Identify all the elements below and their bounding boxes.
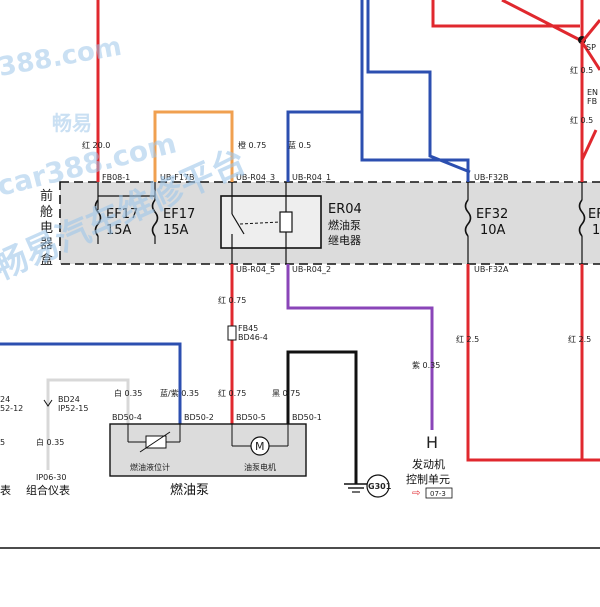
wire-red-top-right-1 [431, 0, 580, 28]
conn-ub-r04-5: UB-R04_5 [236, 265, 275, 274]
wire-label-orange: 橙 0.75 [238, 140, 266, 150]
wire-label-red-075b: 红 0.75 [218, 388, 246, 398]
ecu-ref-box [425, 487, 453, 499]
module-label-5: 盒 [40, 252, 53, 268]
relay-name-1: 燃油泵 [328, 218, 361, 232]
fuel-pump-title: 燃油泵 [170, 482, 209, 498]
fuse-ef17-a-id: EF17 [106, 207, 138, 222]
fuse-right [578, 199, 586, 237]
wire-label-purple: 紫 0.35 [412, 361, 440, 370]
wire-purple [286, 264, 434, 430]
wire-orange [153, 110, 234, 182]
conn-fb45: FB45 [238, 324, 258, 333]
wire-red-ef32-out [466, 264, 600, 462]
ground-g301-icon [366, 474, 390, 498]
wire-label-red-05b: 红 0.5 [570, 115, 593, 125]
cluster-label: 组合仪表 [26, 483, 70, 497]
wire-label-red-075a: 红 0.75 [218, 295, 246, 305]
fuse-right-id: EF [588, 207, 600, 222]
wire-blue [286, 110, 362, 182]
conn-fb08: FB08-1 [102, 173, 130, 182]
motor-symbol: M [255, 440, 265, 453]
wire-red-top-right-2 [501, 0, 581, 42]
conn-ub-f32b: UB-F32B [474, 173, 509, 182]
label-en: EN [587, 88, 598, 97]
ecu-letter: H [426, 433, 438, 452]
wire-label-red-20: 红 20.0 [82, 140, 110, 150]
wire-white-a [46, 378, 130, 424]
conn-bd50-5: BD50-5 [236, 413, 266, 422]
conn-ub-r04-1: UB-R04_1 [292, 173, 331, 182]
conn-ub-r04-3: UB-R04_3 [236, 173, 275, 182]
left-cluster-label: 表 [0, 483, 11, 497]
module-label-3: 电 [40, 221, 53, 236]
wire-label-white-a: 白 0.35 [114, 388, 142, 398]
wire-label-red-25b: 红 2.5 [568, 334, 591, 344]
wire-label-red-25a: 红 2.5 [456, 334, 479, 344]
ground-label: G301 [368, 482, 392, 491]
wire-blue-top [366, 0, 471, 174]
ecu-line2: 控制单元 [406, 472, 450, 486]
wire-red-diag-2 [580, 19, 600, 43]
left-conn-24: 24 [0, 395, 10, 404]
connector-bd24 [43, 399, 53, 407]
conn-ub-r04-2: UB-R04_2 [292, 265, 331, 274]
level-sensor-label: 燃油液位计 [130, 462, 170, 472]
wire-red-diag [580, 41, 600, 71]
fuse-ef17-b-id: EF17 [163, 207, 195, 222]
left-conn-5: 5 [0, 438, 5, 447]
conn-bd50-2: BD50-2 [184, 413, 214, 422]
conn-bd50-1: BD50-1 [292, 413, 322, 422]
connector-fb45 [227, 325, 237, 341]
fuse-ef17-b-rating: 15A [163, 223, 189, 238]
watermark-site-top: 388.com [0, 32, 124, 83]
ecu-line1: 发动机 [412, 457, 445, 471]
relay-switch [231, 213, 245, 235]
wire-label-red-05a: 红 0.5 [570, 65, 593, 75]
fuse-ef17-a [94, 199, 102, 237]
label-sp: SP [586, 43, 596, 52]
wire-label-white-b: 白 0.35 [36, 437, 64, 447]
module-label-4: 器 [40, 237, 53, 252]
relay-name-2: 继电器 [328, 234, 361, 247]
left-conn-ip: 52-12 [0, 404, 23, 413]
conn-ip52: IP52-15 [58, 404, 88, 413]
conn-bd24: BD24 [58, 395, 80, 404]
conn-ub-f17b: UB-F17B [160, 173, 195, 182]
module-label-1: 前 [40, 188, 53, 204]
label-fb: FB [587, 97, 597, 106]
wire-label-black: 黑 0.75 [272, 389, 300, 398]
wire-blue-left [0, 342, 182, 424]
relay-coil [279, 211, 293, 233]
fuse-ef17-a-rating: 15A [106, 223, 132, 238]
conn-ip06: IP06-30 [36, 473, 66, 482]
ecu-ref-arrow-icon: ⇨ [412, 488, 420, 499]
conn-ub-f32a: UB-F32A [474, 265, 509, 274]
wire-red-diag-3 [580, 129, 598, 161]
fuse-ef32-rating: 10A [480, 223, 506, 238]
conn-bd50-4: BD50-4 [112, 413, 142, 422]
module-label-2: 舱 [40, 205, 53, 220]
conn-bd46: BD46-4 [238, 333, 268, 342]
wire-black [286, 350, 358, 484]
fuse-ef32 [464, 199, 472, 237]
fuse-ef32-id: EF32 [476, 207, 508, 222]
wire-label-blue: 蓝 0.5 [288, 140, 311, 150]
motor-label: 油泵电机 [244, 462, 276, 472]
fuse-right-rating: 1 [592, 223, 600, 238]
watermark-brand-small: 畅易 [52, 111, 92, 135]
fuse-ef17-b [151, 199, 159, 237]
ecu-ref: 07-3 [430, 490, 446, 498]
wire-label-blue-purple: 蓝/紫 0.35 [160, 388, 199, 398]
relay-id: ER04 [328, 202, 362, 217]
